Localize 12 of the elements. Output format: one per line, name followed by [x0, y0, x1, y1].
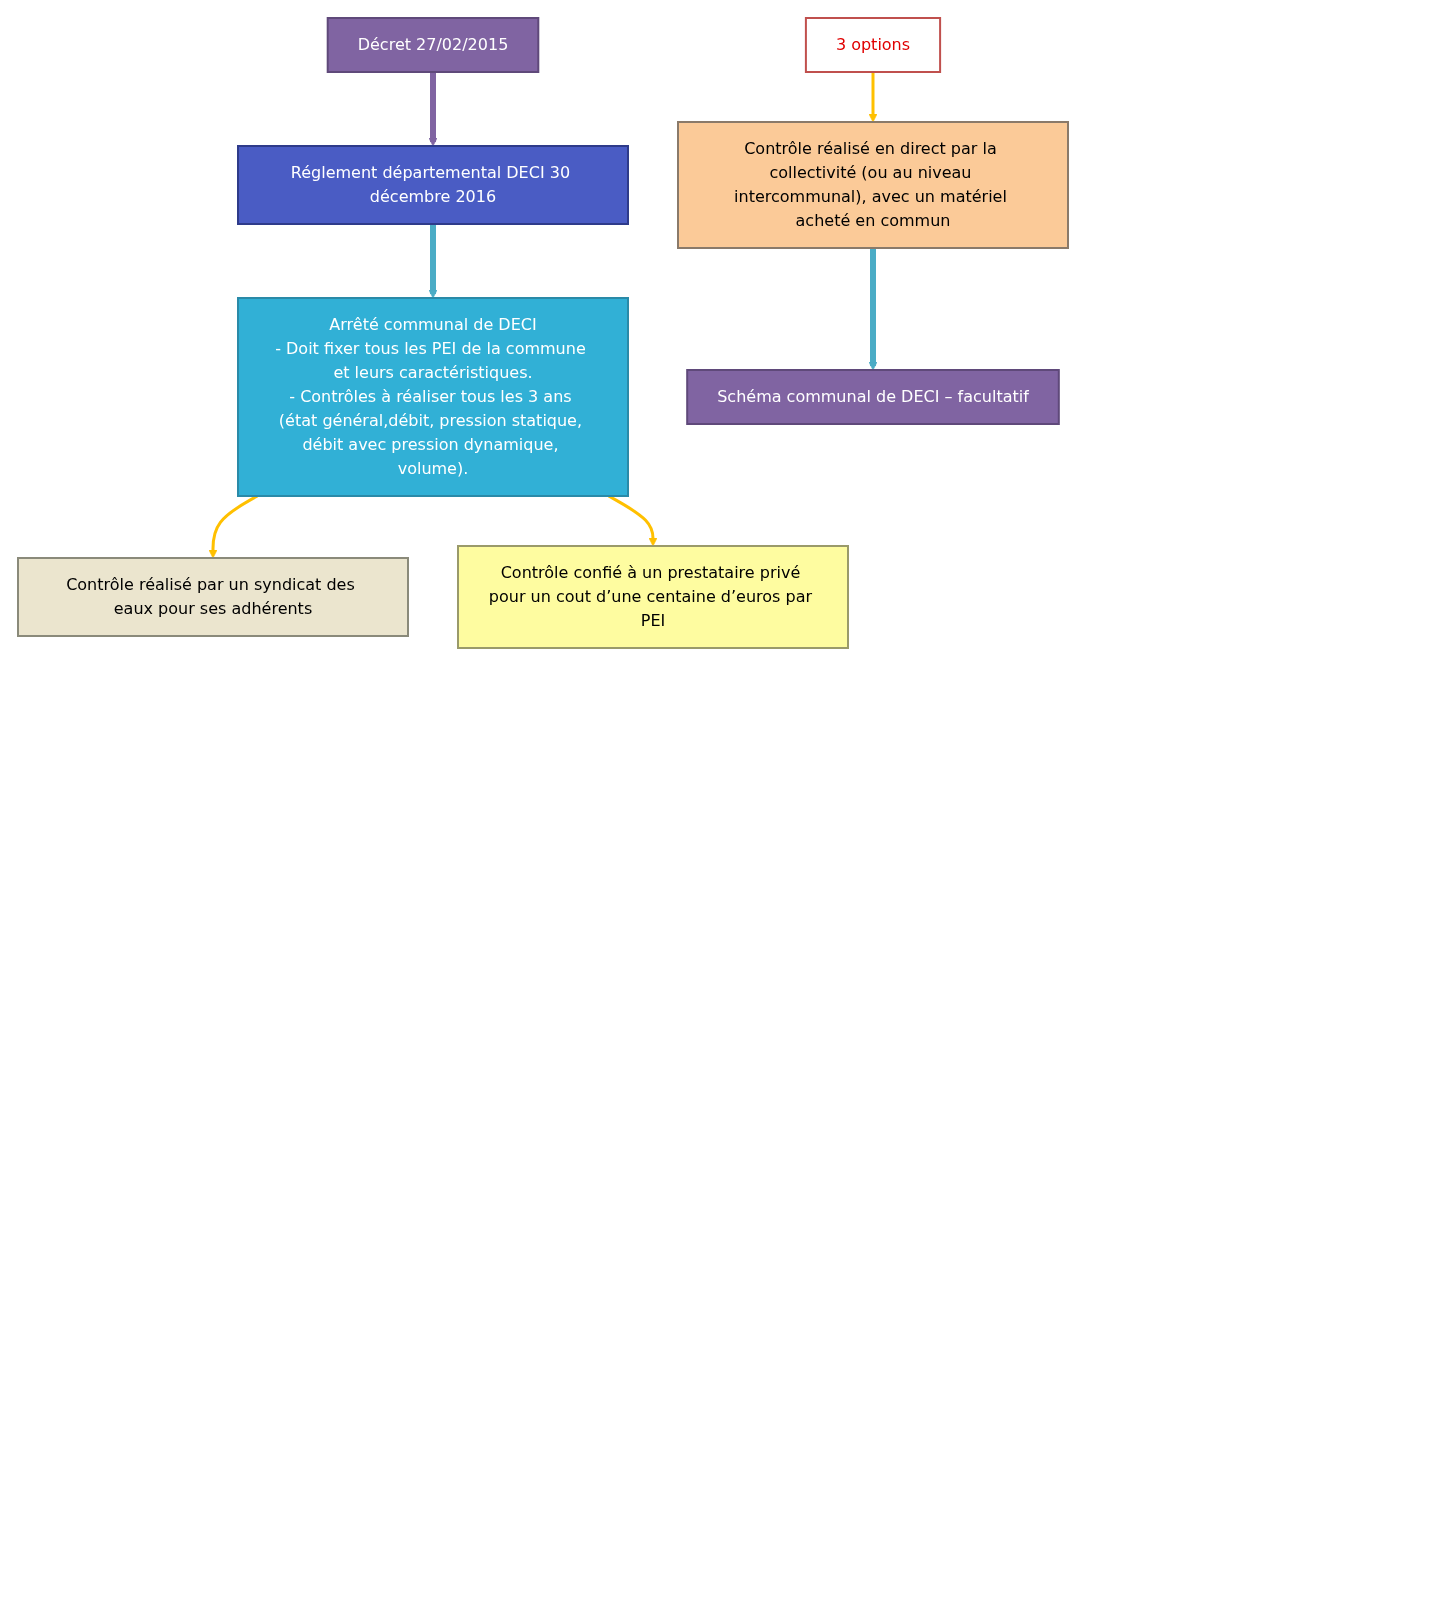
arrow	[428, 224, 438, 299]
arrow	[868, 248, 878, 371]
arrow	[428, 72, 438, 147]
node-box: Contrôle confié à un prestataire privé pour un cout d’une centaine d’euros par PEI	[457, 545, 849, 649]
node-box: Schéma communal de DECI – facultatif	[686, 369, 1060, 425]
node-box: Arrêté communal de DECI - Doit fixer tous les PEI de la commune et leurs caractéristiques. - Contrôles à réaliser tous les 3 ans (état général,débit, pression statique, débit avec pression dynamique, volume).	[237, 297, 629, 497]
node-box: 3 options	[804, 17, 942, 73]
arrow	[868, 72, 878, 123]
node-box: Contrôle réalisé par un syndicat des eaux pour ses adhérents	[17, 557, 409, 637]
node-box: Réglement départemental DECI 30 décembre 2016	[237, 145, 629, 225]
node-box: Contrôle réalisé en direct par la collectivité (ou au niveau intercommunal), avec un matériel acheté en commun	[677, 121, 1069, 249]
node-box: Décret 27/02/2015	[326, 17, 540, 73]
